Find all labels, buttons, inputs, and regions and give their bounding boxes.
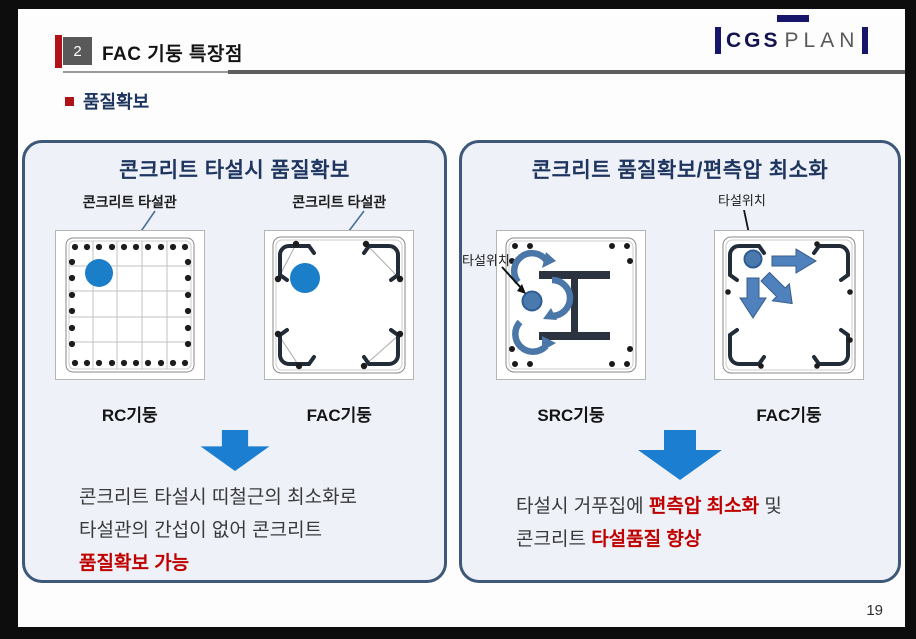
page-title: FAC 기둥 특장점: [102, 44, 243, 65]
formwork-outline: [264, 230, 415, 380]
header-rule-thick: [228, 70, 905, 74]
logo-left-bar: [715, 27, 721, 54]
down-arrow-icon: [200, 430, 269, 471]
left-desc-line2: 타설관의 간섭이 없어 콘크리트: [79, 520, 323, 541]
rebar-dots: [275, 240, 404, 370]
rc-pipe-label: 콘크리트 타설관: [82, 194, 177, 210]
rebar-dots: [68, 243, 191, 367]
diagram-src-column: 타설위치: [462, 190, 646, 426]
placement-position-icon: [743, 249, 763, 269]
fac-column-section-right: [714, 210, 864, 380]
placement-pipe-icon: [290, 263, 321, 293]
fac-pipe-label: 콘크리트 타설관: [292, 194, 387, 210]
left-panel-title: 콘크리트 타설시 품질확보: [119, 159, 350, 182]
header-accent-bar: [55, 35, 62, 68]
hoop-outline: [505, 237, 637, 373]
right-description: 타설시 거푸집에 편측압 최소화 및 콘크리트 타설품질 향상: [516, 490, 898, 556]
page-number: 19: [866, 602, 883, 619]
diagram-fac-column-right: 타설위치: [714, 190, 864, 426]
logo-plan-text: PLAN: [784, 28, 860, 52]
fac-position-label: 타설위치: [718, 193, 766, 208]
right-panel: 콘크리트 품질확보/편측압 최소화 타설위치: [459, 140, 901, 583]
formwork-outline: [54, 230, 205, 380]
right-desc-line2-pre: 콘크리트: [516, 529, 592, 550]
left-diagrams-row: 콘크리트 타설관: [25, 190, 444, 426]
src-column-section: [496, 230, 646, 380]
formwork-outline: [714, 230, 864, 380]
hoop-outline-inner: [68, 240, 192, 370]
hoop-outline-inner: [275, 239, 403, 371]
swirl-flow-arrows: [510, 249, 574, 355]
h-beam-icon: [539, 271, 610, 340]
left-desc-line1: 콘크리트 타설시 띠철근의 최소화로: [79, 487, 358, 508]
pointer-line: [501, 266, 523, 290]
corner-bracket-icons: [728, 244, 850, 366]
fac-right-caption: FAC기둥: [756, 406, 822, 425]
right-desc-line2-red: 타설품질 향상: [591, 529, 702, 550]
left-panel: 콘크리트 타설시 품질확보 콘크리트 타설관: [22, 140, 447, 583]
right-desc-line1-red: 편측압 최소화: [648, 496, 760, 517]
rc-column-section: [54, 210, 205, 380]
cgs-plan-logo: CGS PLAN: [715, 15, 875, 54]
right-desc-line1-pre: 타설시 거푸집에: [516, 496, 649, 517]
rebar-dots: [725, 241, 853, 369]
fac-caption: FAC기둥: [306, 406, 372, 425]
logo-right-bar: [862, 27, 869, 54]
right-desc-line1-post: 및: [759, 496, 782, 517]
bullet-square-icon: [65, 97, 74, 106]
fac-column-section: [264, 210, 415, 380]
src-caption: SRC기둥: [537, 406, 605, 425]
right-desc-line2: 콘크리트 타설품질 향상: [516, 523, 898, 556]
pointer-arrow-icon: [517, 284, 526, 294]
placement-position-icon: [521, 290, 543, 312]
swirl-arrowheads: [542, 252, 557, 351]
rc-caption: RC기둥: [101, 406, 158, 425]
left-desc-line3-red: 품질확보 가능: [79, 553, 190, 574]
left-description: 콘크리트 타설시 띠철근의 최소화로 타설관의 간섭이 없어 콘크리트 품질확보…: [79, 481, 444, 580]
section-subtitle: 품질확보: [83, 92, 150, 112]
hoop-outline: [65, 237, 195, 373]
placement-pipe-icon: [84, 259, 113, 287]
logo-cgs-text: CGS: [726, 28, 781, 52]
hoop-outline-inner: [725, 239, 853, 371]
logo-top-bar: [777, 15, 809, 22]
diagram-fac-column-left: 콘크리트 타설관: [264, 190, 415, 426]
hoop-outline: [722, 236, 856, 374]
right-panel-title: 콘크리트 품질확보/편측압 최소화: [531, 159, 829, 182]
hoop-outline-inner: [508, 240, 634, 370]
right-desc-line1: 타설시 거푸집에 편측압 최소화 및: [516, 490, 898, 523]
hoop-outline: [272, 236, 406, 374]
section-number-badge: 2: [63, 37, 92, 65]
diagram-rc-column: 콘크리트 타설관: [54, 190, 205, 426]
src-position-label: 타설위치: [462, 253, 510, 268]
right-diagrams-row: 타설위치: [462, 190, 898, 426]
flow-arrow-icons: [739, 248, 817, 319]
down-arrow-icon: [638, 430, 722, 480]
corner-bracket-icons: [278, 244, 401, 366]
header-rule-thin: [63, 71, 228, 73]
slide: 2 FAC 기둥 특장점 CGS PLAN 품질확보 콘크리트 타설시 품질확보…: [18, 9, 905, 627]
